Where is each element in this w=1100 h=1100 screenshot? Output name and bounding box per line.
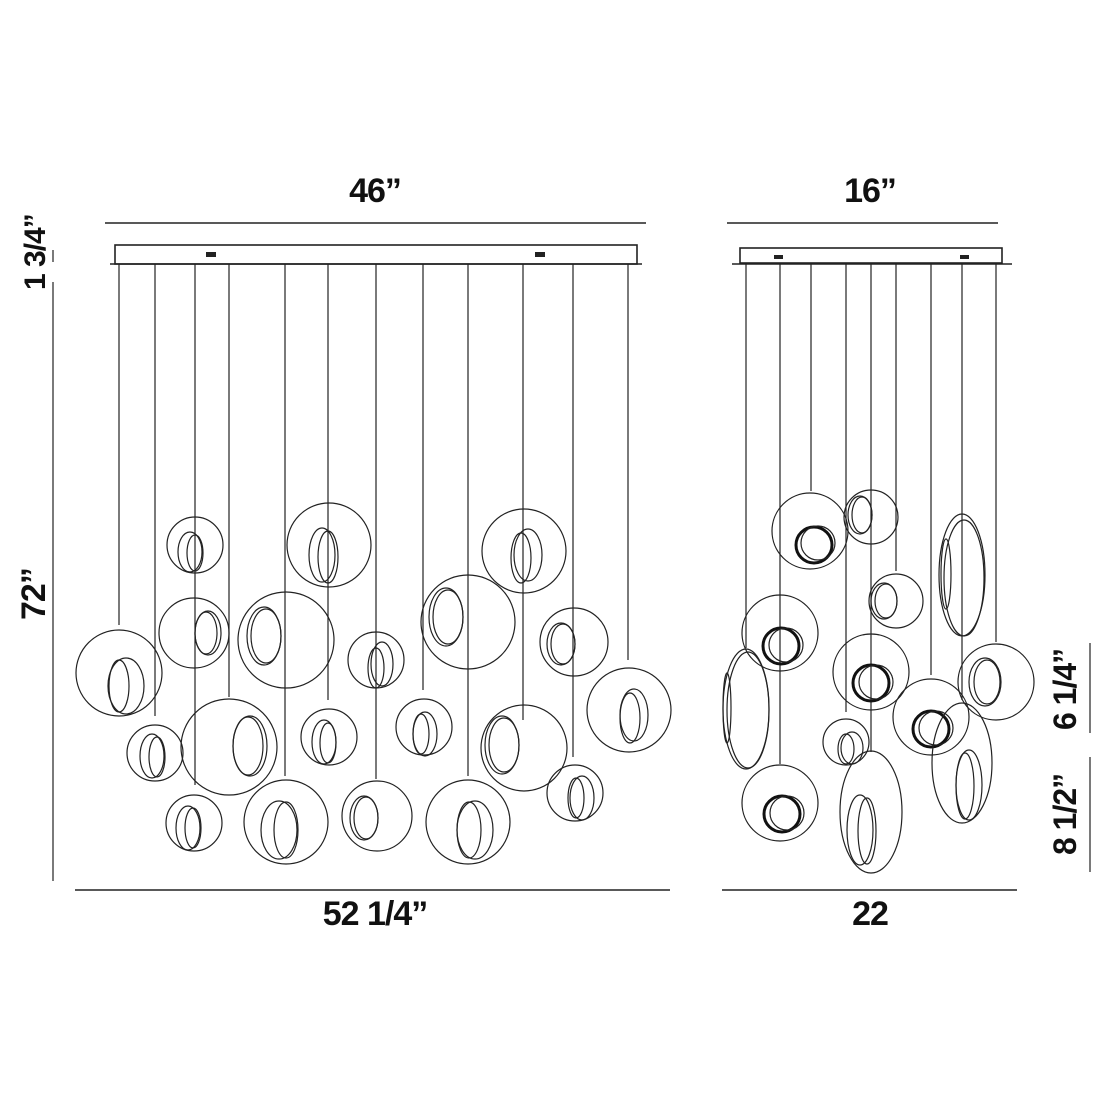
glass-orb (868, 573, 924, 629)
front-canopy (114, 244, 638, 265)
glass-orb (832, 633, 910, 711)
glass-orb (822, 718, 870, 766)
front-canopy-slot-right (535, 252, 545, 257)
side-view: 16” (722, 172, 1091, 933)
front-canopy-slot-left (206, 252, 216, 257)
glass-orb (243, 779, 329, 865)
front-canopy-width-label: 46” (349, 172, 401, 210)
side-orbs (722, 489, 1035, 874)
glass-orb (843, 489, 899, 545)
glass-orb (420, 574, 516, 670)
front-canopy-height-label: 1 3/4” (19, 214, 52, 290)
glass-orb (166, 516, 224, 574)
glass-orb (75, 629, 163, 717)
side-canopy-slot-right (960, 255, 969, 259)
front-orbs (75, 502, 672, 865)
side-orb-small-label: 6 1/4” (1047, 649, 1083, 730)
side-orb-large-label: 8 1/2” (1047, 774, 1083, 855)
glass-orb (425, 779, 511, 865)
glass-orb (158, 597, 230, 669)
glass-orb (180, 698, 278, 796)
side-canopy (739, 247, 1003, 264)
glass-orb (539, 607, 609, 677)
glass-orb (237, 591, 335, 689)
glass-orb (286, 502, 372, 588)
glass-orb (722, 648, 770, 770)
glass-orb (586, 667, 672, 753)
side-canopy-slot-left (774, 255, 783, 259)
glass-orb (957, 643, 1035, 721)
glass-orb (347, 631, 405, 689)
glass-orb (341, 780, 413, 852)
glass-orb (546, 764, 604, 822)
side-canopy-width-label: 16” (844, 172, 896, 210)
front-overall-height-label: 72” (15, 568, 53, 620)
glass-orb (839, 750, 903, 874)
glass-orb (481, 508, 567, 594)
glass-orb (741, 764, 819, 842)
glass-orb (938, 513, 986, 637)
glass-orb (480, 704, 568, 792)
glass-orb (771, 492, 849, 570)
glass-orb (741, 594, 819, 672)
glass-orb (165, 794, 223, 852)
glass-orb (126, 724, 184, 782)
glass-orb (395, 698, 453, 757)
front-overall-width-label: 52 1/4” (323, 895, 428, 933)
glass-orb (892, 678, 970, 756)
front-wires (118, 264, 629, 785)
side-overall-depth-label: 22 (852, 895, 888, 933)
glass-orb (931, 702, 993, 824)
glass-orb (300, 708, 358, 766)
front-view: 46” 1 3/4” 72” (15, 172, 672, 933)
side-wires (745, 264, 997, 764)
